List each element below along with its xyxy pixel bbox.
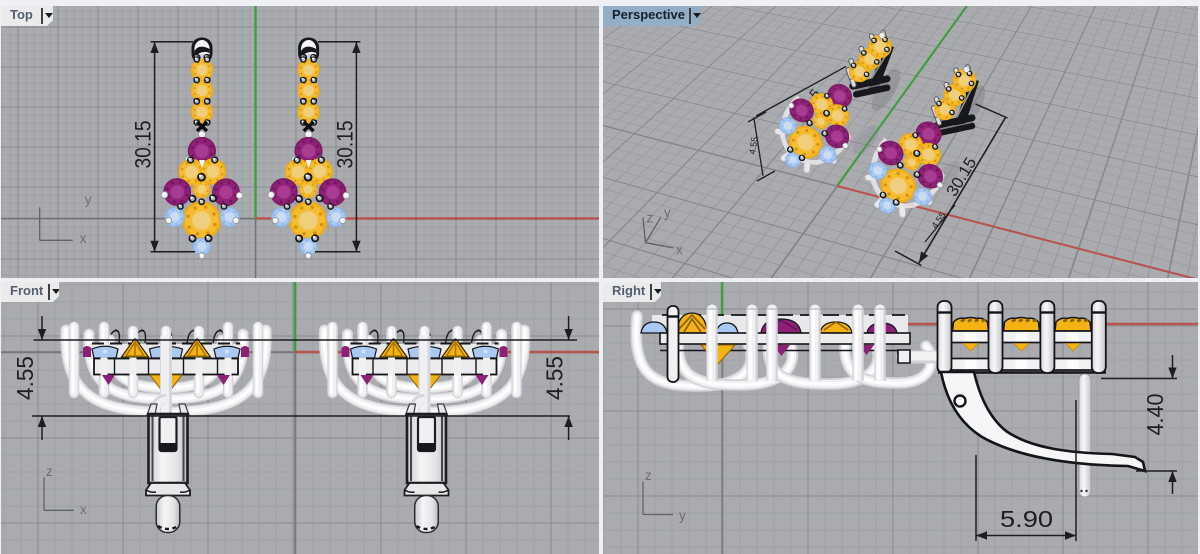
svg-text:4.55: 4.55 xyxy=(747,136,760,155)
svg-text:4.40: 4.40 xyxy=(1142,394,1168,436)
svg-text:5.90: 5.90 xyxy=(1000,506,1053,532)
svg-text:y: y xyxy=(85,192,92,207)
svg-text:z: z xyxy=(645,468,652,483)
svg-text:30.15: 30.15 xyxy=(332,121,357,169)
svg-text:30.15: 30.15 xyxy=(130,121,155,169)
svg-text:x: x xyxy=(80,231,87,246)
svg-text:y: y xyxy=(664,205,671,220)
svg-text:z: z xyxy=(647,211,654,226)
svg-text:x: x xyxy=(80,502,87,517)
svg-text:z: z xyxy=(46,464,53,479)
svg-text:y: y xyxy=(679,508,686,523)
svg-text:4.55: 4.55 xyxy=(542,356,568,400)
svg-text:x: x xyxy=(676,243,683,258)
svg-text:4.55: 4.55 xyxy=(12,356,38,400)
